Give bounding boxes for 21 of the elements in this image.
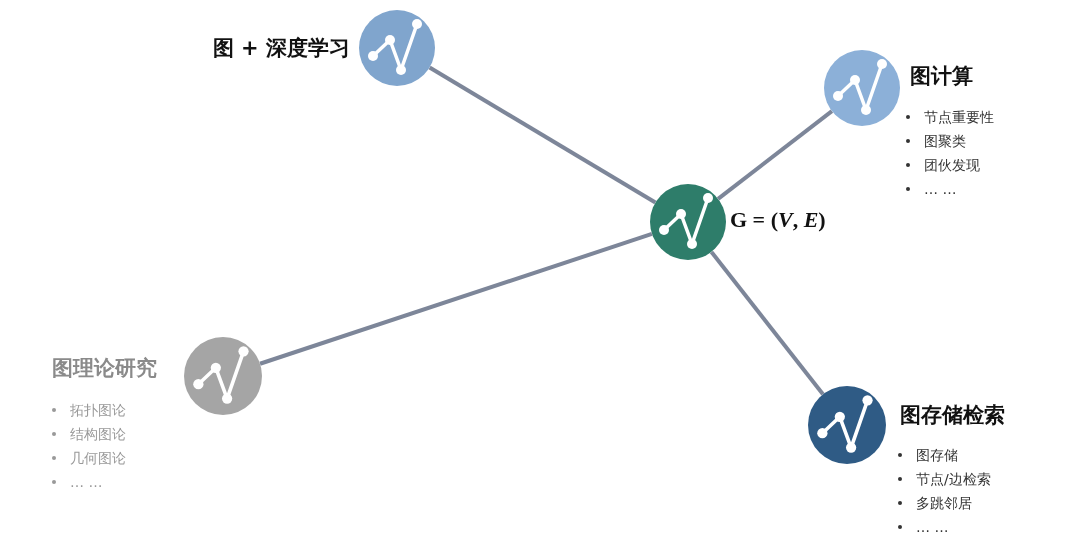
connector-line [259,232,653,366]
bullet-text: … … [924,180,957,199]
bullet-text: 几何图论 [70,449,126,468]
bullet-text: … … [70,473,103,492]
bullet-text: 节点重要性 [924,108,994,127]
node-heading: 图存储检索 [900,402,1005,429]
bullet-text: 多跳邻居 [916,494,972,513]
connector-line [428,65,657,205]
node-heading: 图 + 深度学习 [212,35,350,62]
bullet-text: 节点/边检索 [916,470,991,489]
connector-line [709,250,825,396]
bullet-text: … … [916,518,949,537]
formula: G = (V, E) [730,206,826,234]
node-heading: 图理论研究 [52,355,157,382]
connector-line [716,109,834,201]
bullet-text: 拓扑图论 [70,401,126,420]
bullet-text: 图存储 [916,446,958,465]
bullet-text: 结构图论 [70,425,126,444]
node-heading: 图计算 [910,63,973,90]
bullet-text: 团伙发现 [924,156,980,175]
bullet-text: 图聚类 [924,132,966,151]
